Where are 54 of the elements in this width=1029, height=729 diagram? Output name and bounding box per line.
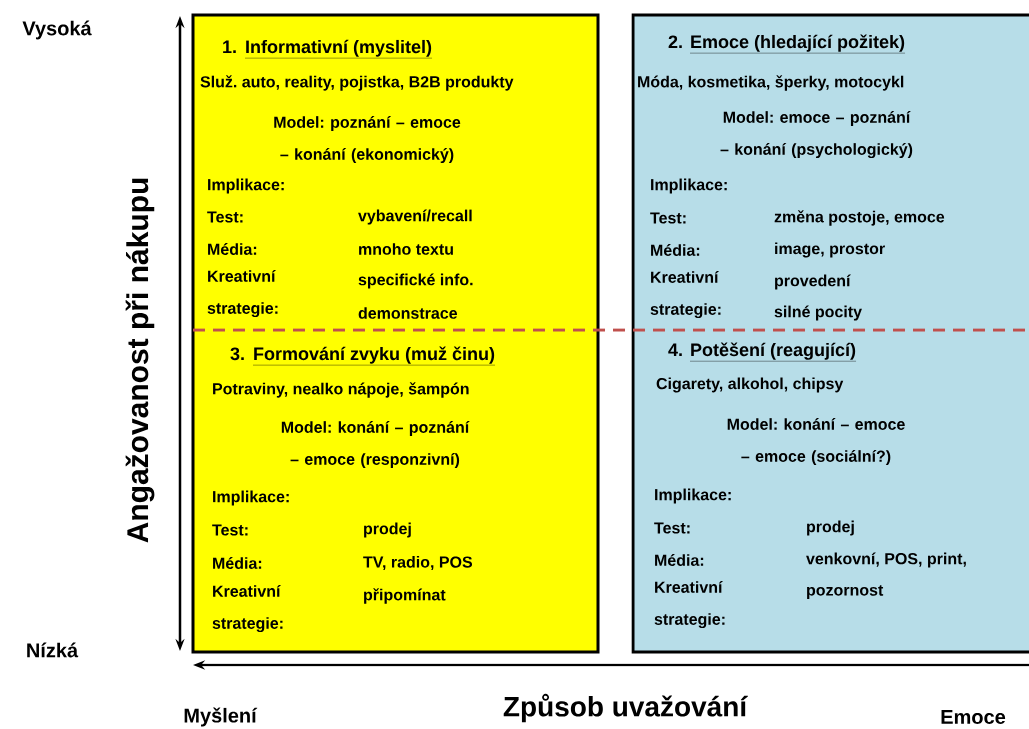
row-label: Kreativní strategie: (212, 585, 283, 633)
product-text: Móda, kosmetika, šperky, motocykl (638, 75, 904, 91)
column-box (191, 13, 600, 654)
row-value: image, prostor (775, 242, 885, 258)
quadrant-number: 2. (668, 35, 682, 48)
row-label: Média: (208, 243, 257, 255)
row-label: Implikace: (651, 178, 727, 194)
row-label: Média: (655, 554, 704, 566)
scale-label: Emoce (941, 710, 1006, 724)
row-label: Implikace: (655, 488, 731, 504)
column-box (631, 13, 1029, 654)
product-text: Cigarety, alkohol, chipsy (656, 377, 844, 393)
row-value: připomínat (364, 588, 446, 604)
row-value: venkovní, POS, print, (806, 552, 966, 568)
quadrant-number: 1. (223, 40, 236, 53)
row-value: provedení (775, 274, 851, 290)
quadrant-heading: Formování zvyku (muž činu) (252, 346, 496, 366)
model-text: Model: konání – poznání – emoce (responzivní) (281, 421, 470, 469)
row-label: Test: (654, 522, 690, 534)
row-value: silné pocity (774, 305, 862, 321)
row-value: TV, radio, POS (363, 555, 473, 571)
model-text: Model: emoce – poznání – konání (psychologický) (720, 111, 913, 159)
quadrant-heading: Emoce (hledající požitek) (689, 34, 906, 54)
level-label: Vysoká (22, 20, 92, 40)
quadrant-number: 4. (668, 343, 682, 356)
row-value: změna postoje, emoce (774, 210, 945, 226)
level-label: Nízká (27, 642, 79, 658)
model-text: Model: poznání – emoce – konání (ekonomický) (274, 116, 461, 164)
product-text: Potraviny, nealko nápoje, šampón (213, 382, 469, 398)
row-label: Kreativní strategie: (207, 270, 278, 318)
row-label: Kreativní strategie: (650, 271, 721, 319)
axis-title: Angažovanost při nákupu (125, 178, 155, 543)
row-label: Implikace: (213, 490, 289, 506)
row-value: prodej (807, 520, 854, 536)
row-value: vybavení/recall (358, 209, 472, 225)
row-value: prodej (364, 522, 411, 538)
row-value: specifické info. (358, 273, 473, 289)
row-label: Test: (212, 524, 248, 536)
model-text: Model: konání – emoce – emoce (sociální?) (727, 418, 905, 466)
row-label: Kreativní strategie: (654, 581, 725, 629)
row-label: Média: (213, 557, 262, 569)
row-label: Test: (207, 211, 243, 223)
product-text: Služ. auto, reality, pojistka, B2B produkty (200, 75, 514, 91)
row-label: Média: (651, 244, 700, 256)
quadrant-number: 3. (230, 347, 244, 361)
row-label: Test: (650, 212, 686, 224)
row-label: Implikace: (208, 178, 284, 194)
axis-title: Způsob uvažování (503, 693, 748, 723)
quadrant-heading: Potěšení (reagující) (689, 342, 857, 362)
scale-label: Myšlení (184, 707, 258, 727)
row-value: pozornost (807, 585, 884, 599)
row-value: mnoho textu (359, 243, 453, 255)
row-value: demonstrace (358, 307, 458, 319)
quadrant-heading: Informativní (myslitel) (244, 39, 433, 59)
